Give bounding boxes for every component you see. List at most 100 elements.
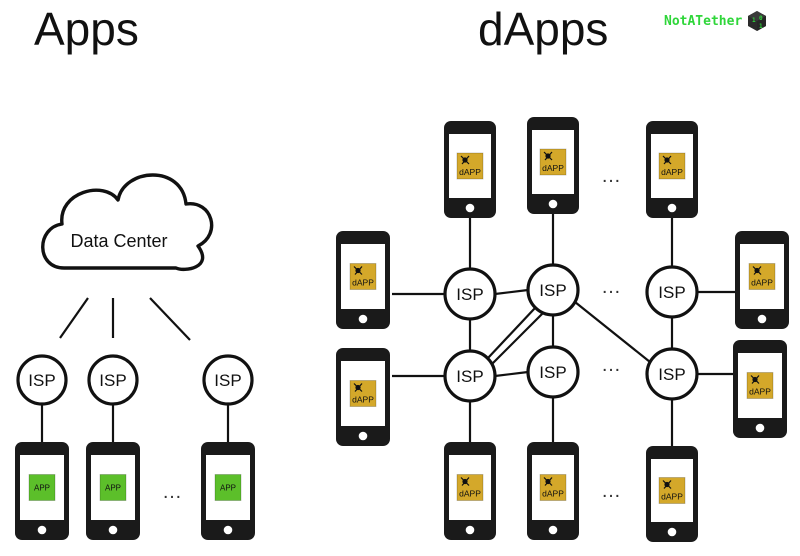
dapp-phone-bottom-2: dAPP bbox=[527, 442, 579, 540]
dapp-isp-node-6: ISP bbox=[645, 347, 699, 401]
app-tile-icon bbox=[746, 372, 774, 399]
home-button-icon bbox=[757, 314, 767, 324]
isp-circle bbox=[526, 345, 580, 399]
cube-logo-icon: 1 0 1 bbox=[748, 11, 767, 31]
isp-label: ISP bbox=[658, 365, 685, 384]
app-label: dAPP bbox=[459, 489, 481, 499]
isp-circle bbox=[202, 354, 254, 406]
apps-title: Apps bbox=[34, 3, 139, 55]
dapp-isp-node-5: ISP bbox=[526, 345, 580, 399]
home-button-icon bbox=[358, 431, 368, 441]
home-button-icon bbox=[667, 527, 677, 537]
isp-label: ISP bbox=[214, 371, 241, 390]
home-button-icon bbox=[755, 423, 765, 433]
app-phone-3: APP bbox=[201, 442, 255, 540]
isp-node-2: ISP bbox=[87, 354, 139, 406]
isp-label: ISP bbox=[539, 281, 566, 300]
app-tile-icon bbox=[214, 474, 242, 501]
dapp-phone-top-3: dAPP bbox=[646, 121, 698, 218]
dapp-isp-node-1: ISP bbox=[443, 267, 497, 321]
home-button-icon bbox=[358, 314, 368, 324]
dapps-ellipsis-lower: … bbox=[601, 354, 621, 376]
network-glyph-icon bbox=[354, 383, 363, 392]
dapp-phone-left-2: dAPP bbox=[336, 348, 390, 446]
dapps-ellipsis-upper: … bbox=[601, 276, 621, 298]
home-button-icon bbox=[465, 525, 475, 535]
brand-name: NotATether bbox=[664, 13, 743, 29]
svg-text:1: 1 bbox=[759, 23, 763, 30]
isp-circle bbox=[87, 354, 139, 406]
isp-circle bbox=[645, 265, 699, 319]
isp-circle bbox=[645, 347, 699, 401]
dapp-phone-right-1: dAPP bbox=[735, 231, 789, 329]
connection-line bbox=[494, 370, 529, 378]
isp-circle bbox=[443, 267, 497, 321]
network-glyph-icon bbox=[461, 155, 470, 165]
app-label: dAPP bbox=[661, 167, 683, 177]
app-tile-icon bbox=[456, 152, 484, 180]
home-button-icon bbox=[37, 525, 47, 535]
dapp-isp-node-2: ISP bbox=[526, 263, 580, 317]
connection-line bbox=[574, 301, 651, 363]
brand-watermark: NotATether 1 0 1 bbox=[664, 10, 768, 32]
svg-text:1: 1 bbox=[752, 17, 756, 24]
dapp-isp-node-3: ISP bbox=[645, 265, 699, 319]
app-phone-2: APP bbox=[86, 442, 140, 540]
app-label: APP bbox=[34, 484, 50, 493]
app-phone-1: APP bbox=[15, 442, 69, 540]
isp-node-1: ISP bbox=[16, 354, 68, 406]
svg-text:0: 0 bbox=[759, 15, 763, 22]
app-tile-icon bbox=[349, 380, 377, 407]
network-glyph-icon bbox=[751, 375, 760, 384]
connection-lines bbox=[40, 214, 736, 446]
app-tile-icon bbox=[349, 263, 377, 290]
cloud-label: Data Center bbox=[70, 231, 167, 251]
data-center-cloud: Data Center bbox=[41, 173, 214, 272]
app-tile-icon bbox=[28, 474, 56, 501]
app-label: dAPP bbox=[751, 278, 773, 288]
dapps-ellipsis-top: … bbox=[601, 165, 621, 187]
isp-circle bbox=[16, 354, 68, 406]
app-tile-icon bbox=[456, 474, 484, 501]
home-button-icon bbox=[667, 203, 677, 213]
app-tile-icon bbox=[99, 474, 127, 501]
isp-circle bbox=[526, 263, 580, 317]
connection-line bbox=[59, 297, 89, 339]
connection-line bbox=[487, 307, 536, 359]
app-label: dAPP bbox=[459, 167, 481, 177]
network-glyph-icon bbox=[461, 477, 470, 486]
connection-line bbox=[149, 297, 191, 341]
isp-label: ISP bbox=[456, 367, 483, 386]
isp-label: ISP bbox=[658, 283, 685, 302]
dapp-isp-node-4: ISP bbox=[443, 349, 497, 403]
home-button-icon bbox=[223, 525, 233, 535]
app-label: APP bbox=[220, 484, 236, 493]
dapps-ellipsis-bottom: … bbox=[601, 480, 621, 502]
app-tile-icon bbox=[748, 263, 776, 290]
app-label: dAPP bbox=[352, 395, 374, 405]
app-label: dAPP bbox=[542, 163, 564, 173]
connection-line bbox=[491, 312, 544, 365]
isp-label: ISP bbox=[99, 371, 126, 390]
apps-ellipsis: … bbox=[162, 481, 182, 503]
home-button-icon bbox=[548, 525, 558, 535]
app-label: dAPP bbox=[352, 278, 374, 288]
isp-label: ISP bbox=[539, 363, 566, 382]
home-button-icon bbox=[548, 199, 558, 209]
dapps-title: dApps bbox=[478, 3, 609, 55]
isp-circle bbox=[443, 349, 497, 403]
app-label: dAPP bbox=[542, 489, 564, 499]
home-button-icon bbox=[465, 203, 475, 213]
app-tile-icon bbox=[539, 474, 567, 501]
cloud-shape-icon bbox=[41, 173, 214, 272]
dapp-phone-left-1: dAPP bbox=[336, 231, 390, 329]
connection-line bbox=[494, 288, 529, 296]
isp-label: ISP bbox=[456, 285, 483, 304]
network-glyph-icon bbox=[354, 266, 363, 275]
app-tile-icon bbox=[658, 152, 686, 180]
network-glyph-icon bbox=[544, 477, 553, 486]
network-glyph-icon bbox=[663, 155, 672, 165]
network-glyph-icon bbox=[753, 266, 762, 275]
